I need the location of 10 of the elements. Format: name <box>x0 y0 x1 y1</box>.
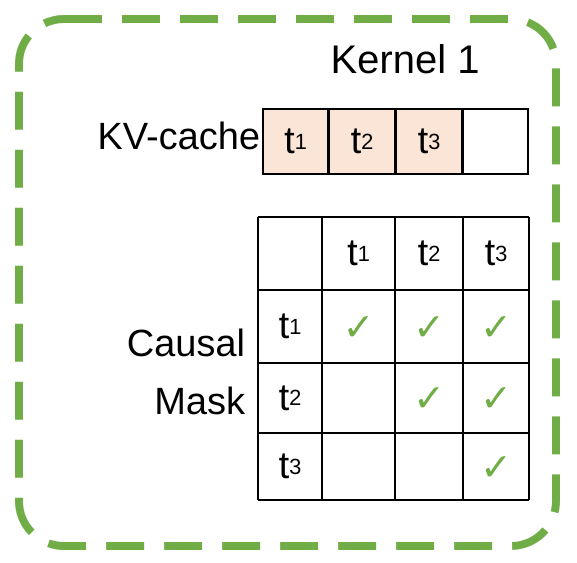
check-mark: ✓ <box>342 304 376 350</box>
check-mark: ✓ <box>479 444 513 490</box>
section-label: Causal Mask <box>126 322 245 425</box>
kernel-title: Kernel 1 <box>330 36 480 84</box>
check-mark: ✓ <box>412 304 446 350</box>
check-mark: ✓ <box>479 375 513 422</box>
check-mark: ✓ <box>479 304 513 350</box>
kernel-box <box>15 15 560 550</box>
section-label: KV-cache <box>96 114 260 160</box>
check-mark: ✓ <box>412 375 446 422</box>
